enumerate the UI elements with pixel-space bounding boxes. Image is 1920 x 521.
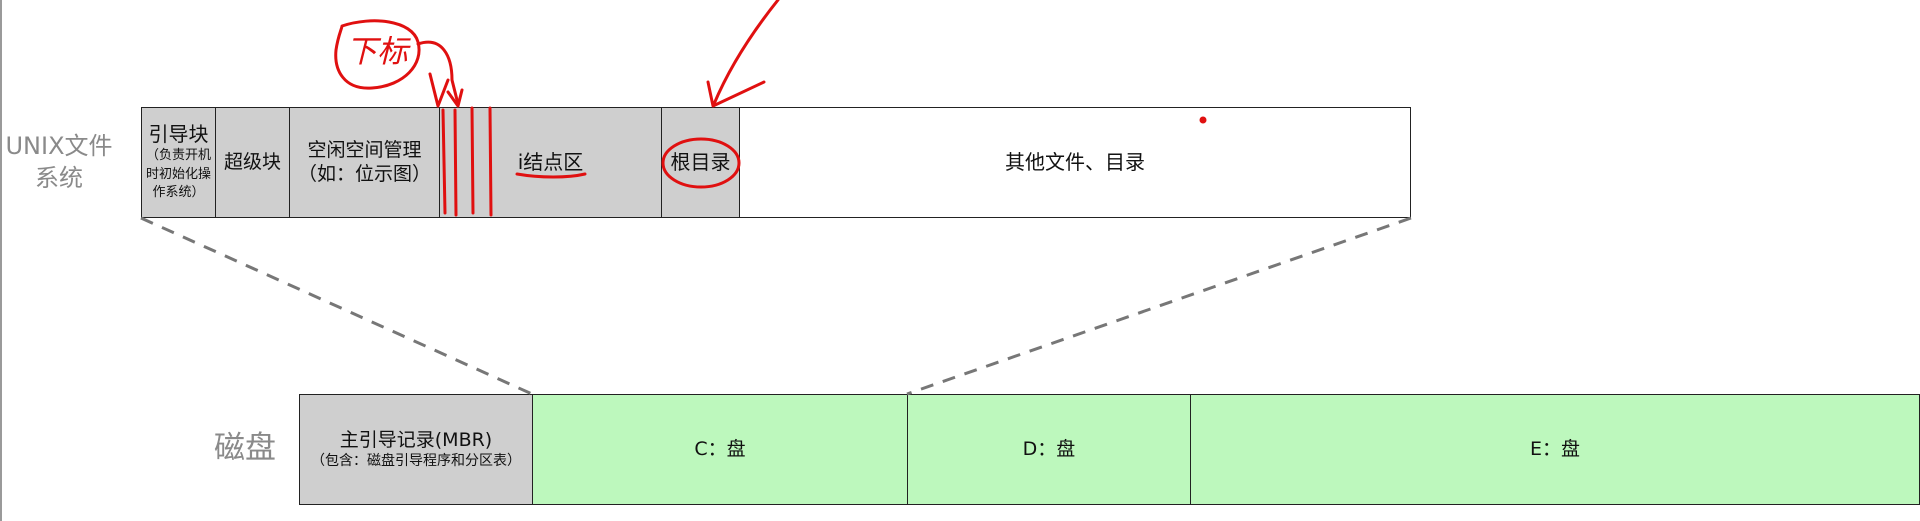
root-circle: [661, 137, 741, 189]
left-edge-line: [0, 0, 2, 521]
inode-underline: [515, 172, 587, 179]
inode-area: i结点区: [440, 108, 662, 217]
free-space-sub: （如：位示图）: [297, 162, 431, 185]
superblock-label: 超级块: [223, 150, 281, 173]
zoom-line-right: [906, 216, 1412, 396]
free-space-title: 空闲空间管理: [307, 138, 422, 161]
note-circle: [334, 19, 421, 90]
handwritten-note: 下标: [346, 34, 411, 70]
mbr-block: 主引导记录(MBR) （包含：磁盘引导程序和分区表）: [300, 395, 533, 504]
inode-area-label: i结点区: [517, 150, 584, 174]
unix-fs-label: UNIX文件系统: [5, 132, 113, 193]
partition-e: E：盘: [1191, 395, 1919, 504]
root-arrow: [712, 0, 780, 106]
disk-bar: 主引导记录(MBR) （包含：磁盘引导程序和分区表） C：盘 D：盘 E：盘: [299, 394, 1920, 505]
note-arrowhead-2: [428, 72, 450, 108]
root-arrowhead: [706, 80, 766, 108]
other-files-label: 其他文件、目录: [1005, 150, 1145, 174]
mbr-title: 主引导记录(MBR): [339, 428, 493, 451]
mbr-sub: （包含：磁盘引导程序和分区表）: [311, 453, 521, 470]
partition-d-label: D：盘: [1022, 437, 1076, 460]
zoom-line-left: [140, 216, 533, 396]
red-dot: [1199, 116, 1207, 124]
partition-d: D：盘: [908, 395, 1191, 504]
boot-block: 引导块 （负责开机时初始化操作系统）: [142, 108, 216, 217]
red-strip-1: [441, 108, 447, 215]
superblock: 超级块: [216, 108, 290, 217]
red-strip-2: [453, 108, 458, 217]
note-arrow: [416, 40, 460, 106]
root-directory: 根目录: [662, 108, 740, 217]
partition-e-label: E：盘: [1529, 437, 1580, 460]
free-space-block: 空闲空间管理 （如：位示图）: [290, 108, 440, 217]
partition-c-label: C：盘: [694, 437, 746, 460]
note-arrowhead-1: [446, 88, 464, 108]
boot-block-note: （负责开机时初始化操作系统）: [145, 147, 211, 201]
root-directory-label: 根目录: [670, 150, 731, 174]
boot-block-title: 引导块: [148, 121, 209, 146]
partition-c: C：盘: [533, 395, 908, 504]
other-files-area: 其他文件、目录: [740, 108, 1410, 217]
unix-fs-bar: 引导块 （负责开机时初始化操作系统） 超级块 空闲空间管理 （如：位示图） i结…: [141, 107, 1411, 218]
red-strip-4: [488, 106, 493, 217]
disk-label: 磁盘: [214, 430, 276, 466]
red-strip-3: [470, 106, 475, 215]
